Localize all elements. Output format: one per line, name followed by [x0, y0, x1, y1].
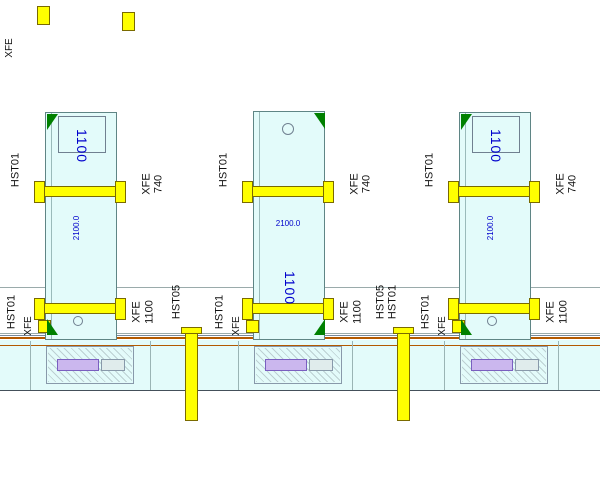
width-dimension: 2100.0: [486, 215, 495, 241]
green-flag-icon: [47, 114, 58, 130]
green-flag-icon: [47, 319, 58, 335]
panel-edge-line: [259, 111, 260, 340]
xfe-740-value: 740: [360, 174, 373, 194]
xfe-label: XFE: [4, 38, 15, 58]
grid-line: [352, 341, 353, 390]
grid-line: [150, 341, 151, 390]
post-cap-clamp-icon: [393, 327, 414, 334]
hst01-label: HST01: [213, 294, 226, 330]
xfe-label: XFE: [554, 173, 567, 195]
machine-detail-purple: [57, 359, 99, 371]
grid-line: [30, 341, 31, 390]
xfe-label: XFE: [338, 301, 351, 323]
lower-support-bar: [43, 303, 119, 314]
green-flag-icon: [314, 319, 325, 335]
support-post: [397, 331, 410, 421]
support-post: [185, 331, 198, 421]
hst01-label: HST01: [423, 152, 436, 188]
bolt-hole-circle: [282, 123, 294, 135]
panel-window-rect: [472, 116, 520, 153]
grid-line: [444, 341, 445, 390]
xfe-label: XFE: [140, 173, 153, 195]
hst01-label: HST01: [5, 294, 18, 330]
height-dimension: 1100: [282, 270, 298, 306]
machine-footprint: [460, 346, 548, 384]
machine-footprint: [254, 346, 342, 384]
green-flag-icon: [314, 113, 325, 129]
clamp-icon: [448, 181, 459, 203]
machine-detail-purple: [471, 359, 513, 371]
grid-line: [238, 341, 239, 390]
xfe-label: XFE: [231, 316, 242, 336]
green-flag-icon: [461, 319, 472, 335]
upper-support-bar: [251, 186, 327, 197]
clamp-icon: [242, 181, 253, 203]
machine-detail-purple: [265, 359, 307, 371]
hst01-label: HST01: [9, 152, 22, 188]
upper-support-bar: [43, 186, 119, 197]
foot-fitting-icon: [246, 320, 259, 333]
clamp-icon: [115, 181, 126, 203]
machine-detail-gray: [309, 359, 333, 371]
clamp-icon: [34, 298, 45, 320]
xfe-label: XFE: [130, 301, 143, 323]
rail-line-inner: [0, 345, 600, 346]
machine-footprint: [46, 346, 134, 384]
pipe-clamp-icon: [37, 6, 50, 25]
clamp-icon: [115, 298, 126, 320]
pipe-clamp-icon: [122, 12, 135, 31]
panel-edge-line: [465, 112, 466, 340]
green-flag-icon: [461, 114, 472, 130]
lower-support-bar: [457, 303, 533, 314]
bolt-hole-circle: [73, 316, 83, 326]
xfe-label: XFE: [348, 173, 361, 195]
grid-line: [558, 341, 559, 390]
hst05-label: HST05: [374, 284, 387, 320]
width-dimension: 2100.0: [72, 215, 81, 241]
hst01-label: HST01: [419, 294, 432, 330]
xfe-label: XFE: [23, 316, 34, 336]
hst01-label: HST01: [217, 152, 230, 188]
xfe-740-value: 740: [566, 174, 579, 194]
column-panel-middle: [253, 111, 325, 340]
xfe-740-value: 740: [152, 174, 165, 194]
height-dimension: 1100: [488, 128, 504, 164]
xfe-1100-value: 1100: [351, 300, 364, 324]
height-dimension: 1100: [74, 128, 90, 164]
hst05-label: HST05: [170, 284, 183, 320]
clamp-icon: [529, 298, 540, 320]
clamp-icon: [323, 298, 334, 320]
clamp-icon: [448, 298, 459, 320]
xfe-1100-value: 1100: [557, 300, 570, 324]
xfe-label: XFE: [437, 316, 448, 336]
post-cap-clamp-icon: [181, 327, 202, 334]
machine-detail-gray: [101, 359, 125, 371]
clamp-icon: [242, 298, 253, 320]
panel-window-rect: [58, 116, 106, 153]
clamp-icon: [34, 181, 45, 203]
clamp-icon: [323, 181, 334, 203]
panel-edge-line: [51, 112, 52, 340]
clamp-icon: [529, 181, 540, 203]
bolt-hole-circle: [487, 316, 497, 326]
machine-detail-gray: [515, 359, 539, 371]
upper-support-bar: [457, 186, 533, 197]
width-dimension: 2100.0: [275, 219, 301, 228]
xfe-1100-value: 1100: [143, 300, 156, 324]
xfe-label: XFE: [544, 301, 557, 323]
hst01-label: HST01: [386, 284, 399, 320]
